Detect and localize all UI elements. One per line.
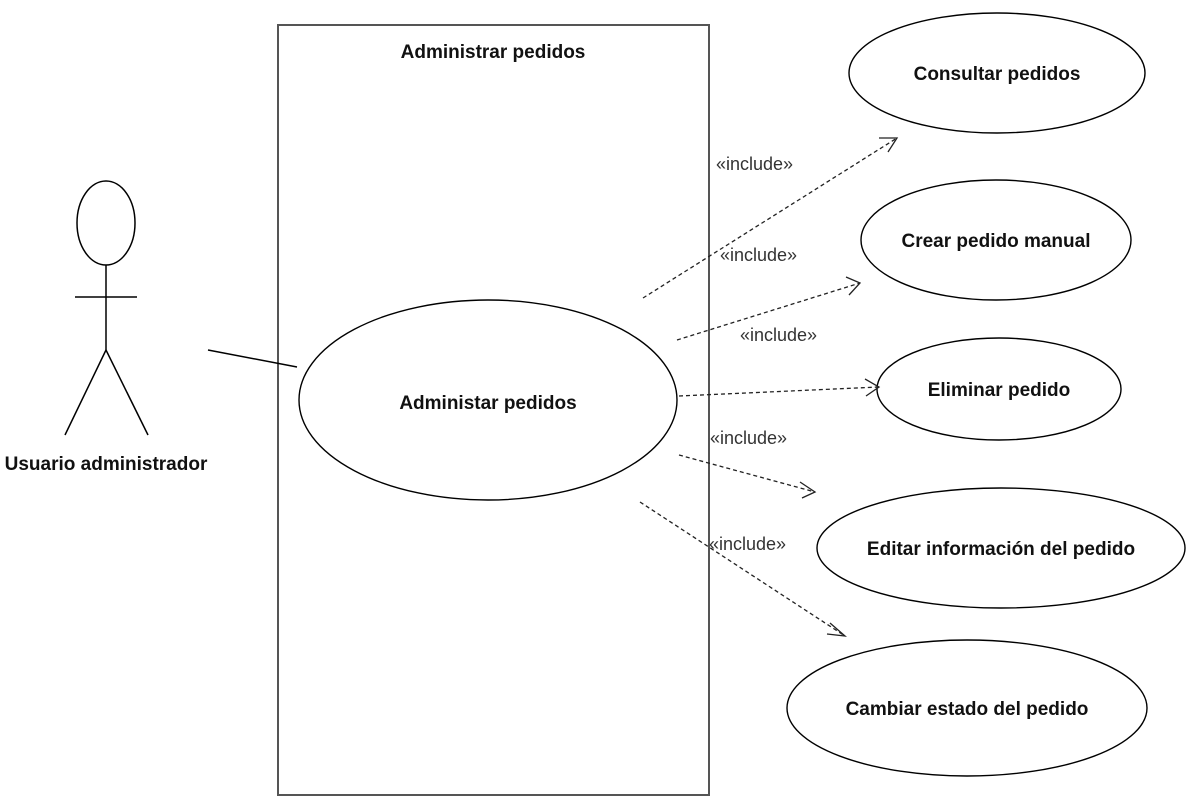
include-label: «include» xyxy=(720,245,797,265)
use-case-crear-pedido-manual[interactable]: Crear pedido manual xyxy=(860,179,1132,301)
use-case-ellipse xyxy=(860,179,1132,301)
include-label: «include» xyxy=(740,325,817,345)
include-consultar-pedidos: «include» xyxy=(642,137,899,299)
system-boundary-rect xyxy=(277,24,710,796)
use-case-editar-informacion-del-pedido[interactable]: Editar información del pedido xyxy=(816,487,1186,609)
arrowhead xyxy=(864,378,881,397)
include-cambiar-estado-del-pedido: «include» xyxy=(639,501,848,637)
use-case-ellipse xyxy=(786,639,1148,777)
arrowhead xyxy=(879,137,899,153)
actor-name: Usuario administrador xyxy=(5,454,208,475)
include-editar-informacion-del-pedido: «include» xyxy=(678,428,817,499)
use-case-label: Crear pedido manual xyxy=(902,231,1091,252)
use-case-cambiar-estado-del-pedido[interactable]: Cambiar estado del pedido xyxy=(786,639,1148,777)
arrowhead xyxy=(826,622,848,637)
use-case-label: Consultar pedidos xyxy=(914,64,1081,85)
include-line xyxy=(642,137,898,299)
use-case-label: Eliminar pedido xyxy=(928,380,1071,401)
actor-usuario-administrador[interactable]: Usuario administrador xyxy=(5,180,208,475)
use-case-consultar-pedidos[interactable]: Consultar pedidos xyxy=(848,12,1146,134)
use-case-label: Editar información del pedido xyxy=(867,539,1135,560)
actor-head xyxy=(76,180,136,266)
actor-right-leg xyxy=(105,349,149,436)
system-title: Administrar pedidos xyxy=(401,42,586,63)
include-line xyxy=(639,501,846,637)
arrowhead xyxy=(799,481,817,499)
use-case-ellipse xyxy=(848,12,1146,134)
include-label: «include» xyxy=(709,534,786,554)
include-eliminar-pedido: «include» xyxy=(678,325,881,397)
include-label: «include» xyxy=(710,428,787,448)
use-case-administar-pedidos[interactable]: Administar pedidos xyxy=(298,299,678,501)
main-use-case-ellipse xyxy=(298,299,678,501)
include-line xyxy=(678,386,880,397)
association-line xyxy=(207,349,298,368)
use-case-ellipse xyxy=(816,487,1186,609)
actor-left-leg xyxy=(64,349,107,436)
use-case-label: Cambiar estado del pedido xyxy=(846,699,1089,720)
include-line xyxy=(678,454,816,493)
use-case-eliminar-pedido[interactable]: Eliminar pedido xyxy=(876,337,1122,441)
main-use-case-label: Administar pedidos xyxy=(399,393,576,414)
include-label: «include» xyxy=(716,154,793,174)
include-crear-pedido-manual: «include» xyxy=(676,245,862,341)
system-boundary: Administrar pedidos xyxy=(277,24,710,796)
include-line xyxy=(676,282,861,341)
arrowhead xyxy=(845,276,862,296)
